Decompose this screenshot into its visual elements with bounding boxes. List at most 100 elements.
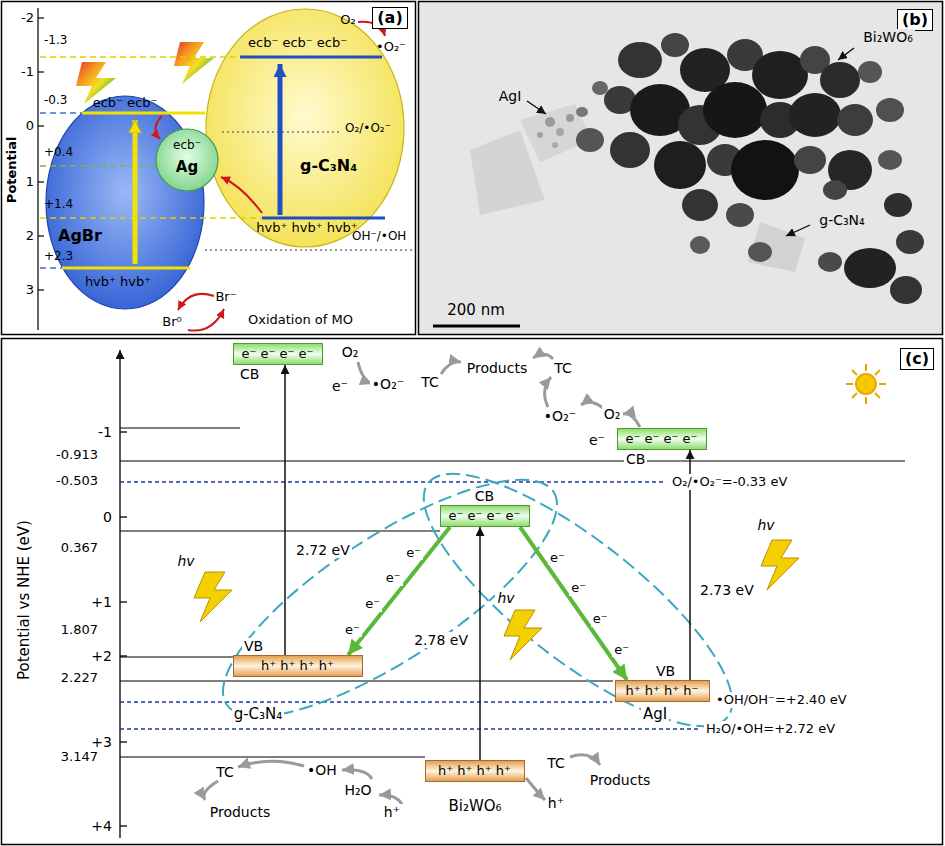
tem-image — [748, 242, 772, 262]
band-level-line — [120, 460, 905, 461]
annotation-label: TC — [545, 755, 567, 772]
redox-level-line — [205, 132, 413, 250]
material-name: AgBr — [58, 226, 102, 245]
sun-icon — [856, 374, 876, 394]
tem-image — [890, 276, 922, 304]
annotation-label: O₂ — [340, 12, 355, 28]
potential-axis — [38, 125, 44, 126]
redox-level-line — [205, 249, 413, 250]
potential-axis — [38, 181, 44, 182]
redox-level-line — [120, 701, 612, 702]
ellipse-shape — [156, 129, 218, 191]
carrier-text: h⁺ h⁺ h⁺ h⁺ — [438, 763, 511, 779]
annotation-label: g-C₃N₄ — [817, 212, 866, 229]
tick-label: -1.3 — [44, 33, 67, 47]
nhe-axis — [120, 741, 127, 742]
tick-label: -0.913 — [54, 447, 100, 463]
potential-level-line — [40, 165, 155, 167]
excitation-arrow — [479, 527, 481, 760]
carrier-text: hvb⁺ hvb⁺ — [85, 274, 151, 290]
tem-image — [731, 140, 799, 200]
reaction-arrow — [526, 778, 545, 800]
carrier-text: ecb⁻ — [173, 138, 201, 152]
potential-axis — [38, 8, 44, 330]
tem-image — [566, 114, 574, 122]
bromide-cycle — [178, 294, 214, 310]
nhe-axis — [119, 350, 120, 838]
leader-line — [527, 48, 854, 236]
tem-image — [592, 81, 608, 95]
tem-image — [545, 117, 555, 127]
carrier-text: ecb⁻ ecb⁻ ecb⁻ — [248, 35, 347, 51]
light-bolt — [174, 42, 214, 84]
annotation-label: O₂/•O₂⁻=-0.33 eV — [670, 474, 789, 490]
electron-transfer-arrow — [520, 527, 627, 680]
band-gap-label: 2.73 eV — [698, 582, 756, 599]
tick-label: 0 — [101, 509, 114, 526]
panel-frame — [419, 2, 943, 335]
carrier-text: e⁻ e⁻ e⁻ e⁻ — [626, 431, 698, 447]
annotation-label: h⁺ — [546, 795, 566, 812]
reaction-arrow — [581, 402, 603, 408]
nhe-axis — [120, 825, 127, 826]
annotation-label: TC — [552, 360, 574, 377]
light-label: hv — [495, 590, 516, 607]
tem-image — [682, 189, 718, 221]
annotation-label: e⁻ — [569, 580, 588, 596]
light-bolt — [761, 540, 799, 590]
potential-level-line — [40, 267, 62, 269]
band-level-line — [120, 680, 613, 681]
annotation-label: h⁺ — [382, 804, 402, 821]
band-label: CB — [624, 451, 647, 468]
light-label: hv — [175, 553, 196, 570]
valence-band: VBh⁺ h⁺ h⁺ h⁻ — [615, 680, 710, 702]
nhe-axis — [120, 431, 127, 432]
sun-icon — [846, 383, 853, 385]
carrier-text: e⁻ e⁻ e⁻ e⁻ — [449, 508, 521, 524]
tick-label: +4 — [89, 818, 114, 835]
material-name: g-C₃N₄ — [300, 156, 357, 175]
material-name: Ag — [176, 158, 198, 176]
panel-frame — [2, 339, 943, 845]
tick-label: 1.807 — [59, 622, 100, 638]
light-bolt — [504, 610, 542, 660]
annotation-label: H₂O — [342, 782, 373, 799]
annotation-label: •O₂⁻ — [542, 408, 578, 425]
annotation-label: TC — [419, 374, 441, 391]
tem-image — [703, 82, 767, 138]
tick-label: -2 — [21, 10, 34, 26]
tick-label: +2.3 — [44, 249, 73, 263]
light-label: hv — [755, 517, 776, 534]
carrier-text: h⁺ h⁺ h⁺ h⁺ — [261, 658, 334, 674]
annotation-label: 200 nm — [445, 301, 507, 319]
annotation-label: OH⁻/•OH — [352, 229, 406, 243]
tick-label: -0.503 — [54, 473, 100, 489]
tick-label: 2 — [26, 228, 34, 244]
annotation-label: Bi₂WO₆ — [861, 29, 915, 46]
tem-image — [654, 141, 706, 189]
conduction-band: e⁻ e⁻ e⁻ e⁻CB — [617, 428, 707, 450]
band-level-line — [120, 756, 425, 757]
potential-axis — [37, 8, 38, 330]
conduction-band: e⁻ e⁻ e⁻ e⁻CB — [233, 343, 323, 365]
band-label: CB — [238, 366, 261, 383]
reaction-arrow — [204, 354, 640, 804]
tick-label: +1 — [89, 594, 114, 611]
tem-image — [878, 150, 902, 170]
band-edge-line — [262, 217, 385, 220]
annotation-label: Br⁻ — [215, 289, 236, 305]
potential-level-line — [40, 56, 240, 58]
tem-image — [748, 222, 805, 272]
annotation-label: Bi₂WO₆ — [446, 797, 503, 815]
band-level-line — [120, 428, 905, 757]
band-edge-line — [62, 57, 385, 268]
tem-image — [576, 128, 604, 152]
nhe-axis — [120, 350, 127, 838]
panel-tag: (c) — [900, 348, 934, 369]
silver-particle: ecb⁻ Ag — [155, 128, 219, 192]
excitation-arrow — [278, 64, 283, 215]
band-edge-line — [82, 112, 205, 115]
nhe-axis — [120, 601, 127, 602]
